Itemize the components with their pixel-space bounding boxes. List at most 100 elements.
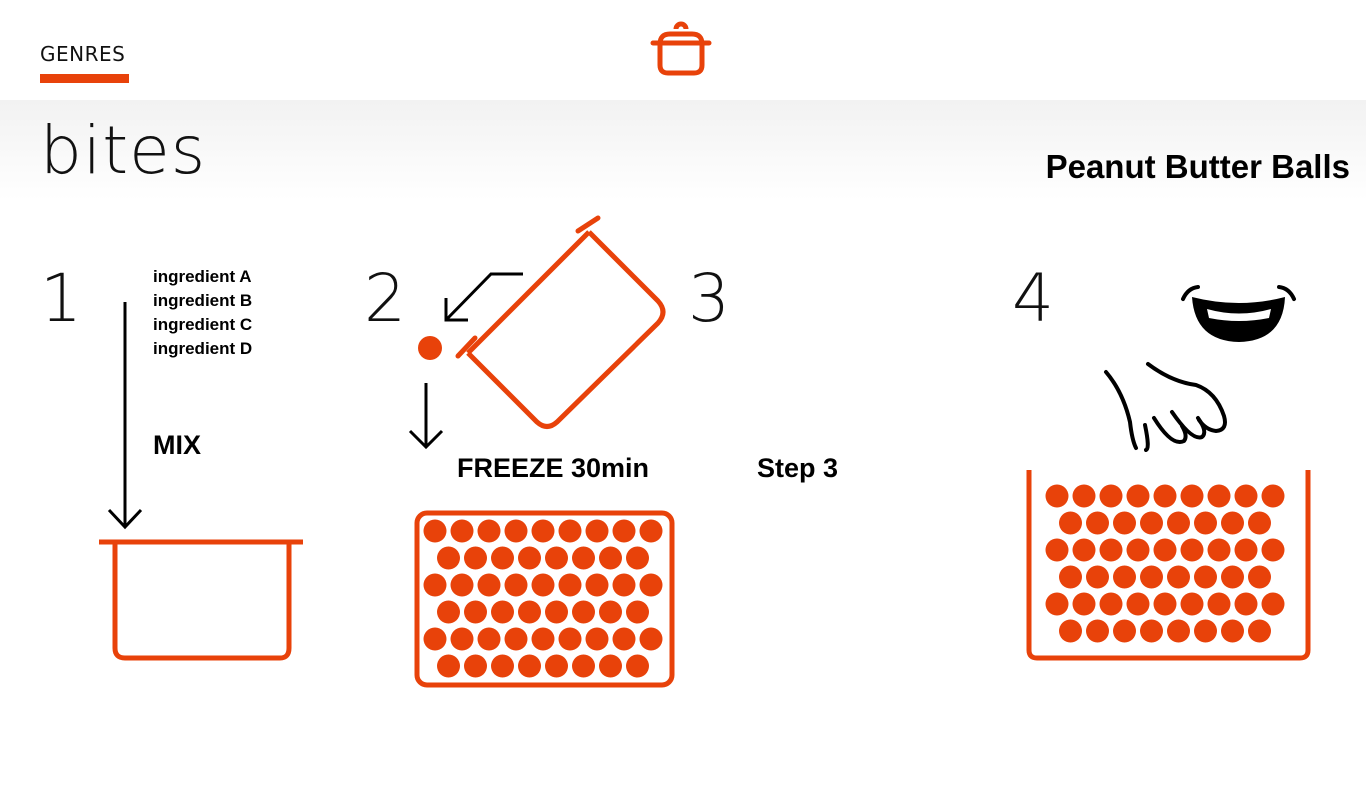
dough-ball xyxy=(1221,565,1244,589)
dough-ball xyxy=(1072,484,1096,508)
grabbing-hand-icon xyxy=(1104,362,1227,452)
dough-ball xyxy=(450,519,474,543)
dough-ball xyxy=(504,519,528,543)
baking-tray xyxy=(414,510,675,688)
dough-ball xyxy=(531,627,555,651)
dough-ball xyxy=(437,546,460,570)
arrow-down-icon xyxy=(408,383,444,450)
dough-ball xyxy=(599,600,622,624)
dough-ball xyxy=(1072,592,1096,616)
dough-ball xyxy=(1099,538,1123,562)
dough-ball xyxy=(1113,565,1136,589)
mixing-bowl-icon xyxy=(99,539,303,661)
dough-ball xyxy=(504,573,528,597)
dough-ball xyxy=(1086,565,1109,589)
dough-ball xyxy=(1059,565,1082,589)
serving-container xyxy=(1026,470,1311,661)
dough-ball xyxy=(639,519,663,543)
ingredient-item: ingredient A xyxy=(153,267,252,286)
genres-nav-link[interactable]: GENRES xyxy=(40,42,126,66)
ingredient-item: ingredient B xyxy=(153,291,253,310)
dough-ball xyxy=(450,573,474,597)
dough-ball xyxy=(477,519,501,543)
serving-balls xyxy=(1045,484,1285,643)
dough-ball xyxy=(1140,565,1163,589)
pour-arrow-icon xyxy=(444,272,523,322)
dough-ball xyxy=(1153,538,1177,562)
dough-ball xyxy=(639,627,663,651)
dough-ball xyxy=(1261,484,1285,508)
dough-ball xyxy=(572,546,595,570)
dough-ball xyxy=(545,600,568,624)
dough-ball xyxy=(531,573,555,597)
dough-ball xyxy=(1045,538,1069,562)
dough-ball xyxy=(1140,511,1163,535)
dough-ball xyxy=(558,627,582,651)
dough-ball xyxy=(1207,592,1231,616)
dough-ball xyxy=(1207,538,1231,562)
ingredient-item: ingredient C xyxy=(153,315,253,334)
dough-ball xyxy=(1234,592,1258,616)
smiling-mouth-icon xyxy=(1181,285,1296,342)
dough-ball xyxy=(1113,619,1136,643)
dough-ball xyxy=(1059,619,1082,643)
dough-ball xyxy=(572,600,595,624)
dough-ball xyxy=(1099,592,1123,616)
dough-ball xyxy=(477,573,501,597)
dough-ball xyxy=(639,573,663,597)
dough-ball xyxy=(423,519,447,543)
ingredient-list: ingredient A ingredient B ingredient C i… xyxy=(153,265,252,361)
dough-ball xyxy=(1194,511,1217,535)
dough-ball xyxy=(1153,484,1177,508)
dough-ball xyxy=(477,627,501,651)
dough-ball xyxy=(626,600,649,624)
arrow-down-icon xyxy=(107,302,143,530)
dough-ball xyxy=(1099,484,1123,508)
dough-ball xyxy=(1113,511,1136,535)
dough-ball xyxy=(1072,538,1096,562)
dough-ball xyxy=(1126,592,1150,616)
dough-ball xyxy=(1045,484,1069,508)
dough-ball xyxy=(464,546,487,570)
dough-ball xyxy=(518,600,541,624)
dough-ball xyxy=(1153,592,1177,616)
dough-ball xyxy=(626,654,649,678)
dough-ball xyxy=(545,654,568,678)
dough-ball xyxy=(1059,511,1082,535)
step-3-number: 3 xyxy=(688,260,730,337)
freeze-label: FREEZE 30min xyxy=(457,453,650,483)
dough-ball xyxy=(423,573,447,597)
dough-ball xyxy=(1194,619,1217,643)
dough-ball xyxy=(491,546,514,570)
dough-ball xyxy=(1140,619,1163,643)
dough-ball xyxy=(1261,592,1285,616)
cooking-pot-icon[interactable] xyxy=(650,20,712,78)
dough-ball xyxy=(1194,565,1217,589)
dough-ball xyxy=(518,546,541,570)
dough-ball xyxy=(585,519,609,543)
dough-ball xyxy=(572,654,595,678)
dough-ball xyxy=(545,546,568,570)
dough-ball xyxy=(1234,538,1258,562)
dough-ball xyxy=(423,627,447,651)
tilted-container-icon xyxy=(455,215,666,429)
dough-ball xyxy=(1221,619,1244,643)
dough-ball xyxy=(599,654,622,678)
dough-ball xyxy=(626,546,649,570)
dough-ball xyxy=(1234,484,1258,508)
dough-ball xyxy=(1086,619,1109,643)
dough-ball xyxy=(1045,592,1069,616)
dough-ball xyxy=(1248,511,1271,535)
dough-ball xyxy=(504,627,528,651)
dough-ball xyxy=(599,546,622,570)
top-header: GENRES xyxy=(0,0,1366,100)
dough-ball xyxy=(1207,484,1231,508)
dough-ball xyxy=(558,519,582,543)
step-4-number: 4 xyxy=(1012,260,1054,337)
dough-ball xyxy=(531,519,555,543)
dough-ball xyxy=(1086,511,1109,535)
dough-ball xyxy=(1248,565,1271,589)
title-band xyxy=(0,100,1366,200)
dough-ball xyxy=(1167,565,1190,589)
